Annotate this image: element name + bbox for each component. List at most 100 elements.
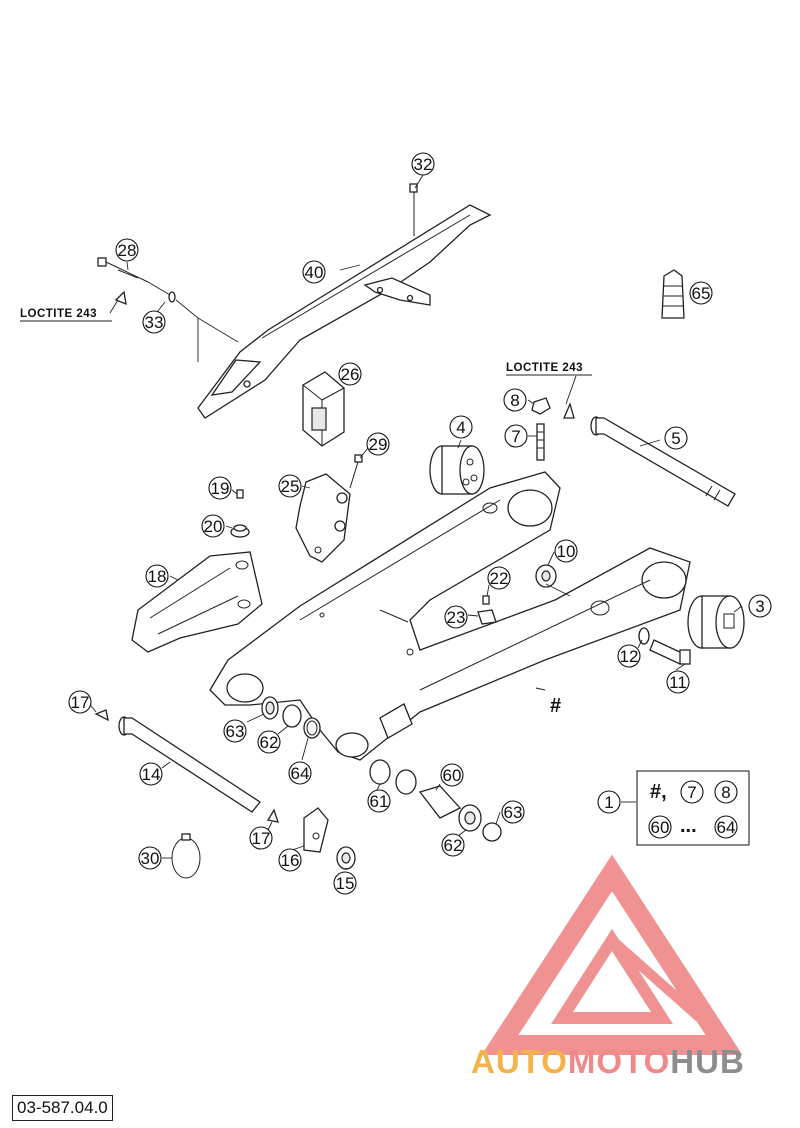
svg-text:61: 61 [370, 792, 389, 811]
svg-text:65: 65 [692, 284, 711, 303]
loctite-label: LOCTITE 243 [20, 308, 97, 320]
roller-part [687, 595, 745, 649]
callout-60: 60 [440, 763, 464, 787]
svg-text:25: 25 [281, 477, 300, 496]
callout-26: 26 [338, 362, 362, 386]
svg-text:17: 17 [252, 829, 271, 848]
svg-text:5: 5 [671, 429, 680, 448]
bolt-and-washer-part [638, 627, 691, 665]
callout-11: 11 [666, 670, 690, 694]
chain-roller-part [429, 445, 485, 495]
bolt-part [409, 183, 418, 236]
callout-23: 23 [444, 605, 468, 629]
loctite-label: LOCTITE 243 [506, 362, 583, 374]
svg-text:63: 63 [504, 803, 523, 822]
svg-text:20: 20 [204, 517, 223, 536]
callout-16: 16 [278, 848, 302, 872]
watermark-logo-triangle [481, 854, 743, 1055]
watermark-part-auto: AUTO [471, 1043, 568, 1080]
callout-25: 25 [278, 474, 302, 498]
callout-3: 3 [748, 594, 772, 618]
svg-text:8: 8 [721, 783, 730, 802]
screw-and-clip-part [477, 595, 497, 625]
swingarm-axle-part [590, 416, 736, 507]
callout-20: 20 [201, 514, 225, 538]
bracket-part [295, 454, 363, 563]
svg-text:60: 60 [651, 818, 670, 837]
svg-text:23: 23 [447, 608, 466, 627]
svg-text:60: 60 [443, 766, 462, 785]
svg-text:17: 17 [71, 693, 90, 712]
chain-slider-part [131, 551, 263, 653]
callout-61: 61 [367, 789, 391, 813]
callout-22: 22 [487, 566, 511, 590]
callout-18: 18 [145, 564, 169, 588]
callout-62: 62 [257, 730, 281, 754]
callout-62: 62 [441, 833, 465, 857]
svg-text:18: 18 [148, 567, 167, 586]
svg-text:10: 10 [557, 542, 576, 561]
svg-text:3: 3 [755, 597, 764, 616]
svg-text:33: 33 [145, 313, 164, 332]
bearing-set-right-part [369, 759, 502, 842]
part-code-label: 03-587.04.0 [12, 1095, 113, 1121]
watermark-part-moto: MOTO [567, 1043, 671, 1080]
svg-text:...: ... [680, 815, 697, 837]
callout-65: 65 [689, 281, 713, 305]
callout-63: 63 [223, 719, 247, 743]
callout-33: 33 [142, 310, 166, 334]
rubber-block-part [302, 371, 345, 447]
callout-5: 5 [664, 426, 688, 450]
callout-30: 30 [138, 846, 162, 870]
swingarm-part [209, 471, 691, 761]
svg-text:64: 64 [291, 764, 310, 783]
svg-text:30: 30 [141, 849, 160, 868]
svg-text:4: 4 [456, 418, 465, 437]
svg-text:32: 32 [414, 155, 433, 174]
callout-1: 1 [597, 790, 621, 814]
callout-15: 15 [333, 871, 357, 895]
svg-text:#,: #, [650, 781, 667, 803]
callout-labels: 32 28 40 33 65 26 8 7 4 5 29 19 25 20 10… [68, 152, 772, 895]
callout-14: 14 [139, 762, 163, 786]
svg-text:62: 62 [260, 733, 279, 752]
callout-32: 32 [411, 152, 435, 176]
callout-40: 40 [302, 260, 326, 284]
leader-lines [87, 174, 743, 870]
pivot-axle-part [94, 709, 279, 823]
svg-text:8: 8 [510, 391, 519, 410]
watermark-part-hub: HUB [670, 1043, 745, 1080]
callout-4: 4 [449, 415, 473, 439]
svg-text:16: 16 [281, 851, 300, 870]
swingarm-mark: # [550, 695, 561, 717]
callout-12: 12 [617, 644, 641, 668]
svg-text:15: 15 [336, 874, 355, 893]
nut-and-bolt-part [531, 397, 575, 461]
plate-and-bushing-part [303, 807, 356, 870]
svg-text:26: 26 [341, 365, 360, 384]
callout-63: 63 [501, 800, 525, 824]
svg-text:7: 7 [511, 427, 520, 446]
svg-text:63: 63 [226, 722, 245, 741]
svg-text:19: 19 [211, 479, 230, 498]
svg-text:64: 64 [717, 818, 736, 837]
svg-text:7: 7 [687, 783, 696, 802]
callout-7: 7 [504, 424, 528, 448]
callout-19: 19 [208, 476, 232, 500]
svg-text:40: 40 [305, 263, 324, 282]
spring-part [661, 269, 685, 319]
callout-17: 17 [249, 826, 273, 850]
bushing-part [535, 564, 557, 588]
svg-text:14: 14 [142, 765, 161, 784]
callout-64: 64 [288, 761, 312, 785]
svg-text:1: 1 [604, 793, 613, 812]
callout-10: 10 [554, 539, 578, 563]
kit-contents-box: #, 7 8 60 ... 64 [636, 770, 750, 846]
watermark-brand-text: AUTOMOTOHUB [471, 1043, 745, 1083]
svg-text:62: 62 [444, 836, 463, 855]
chain-guard-part [197, 204, 492, 419]
screw-and-cap-part [230, 489, 250, 538]
screw-part [97, 257, 239, 362]
callout-17: 17 [68, 690, 92, 714]
